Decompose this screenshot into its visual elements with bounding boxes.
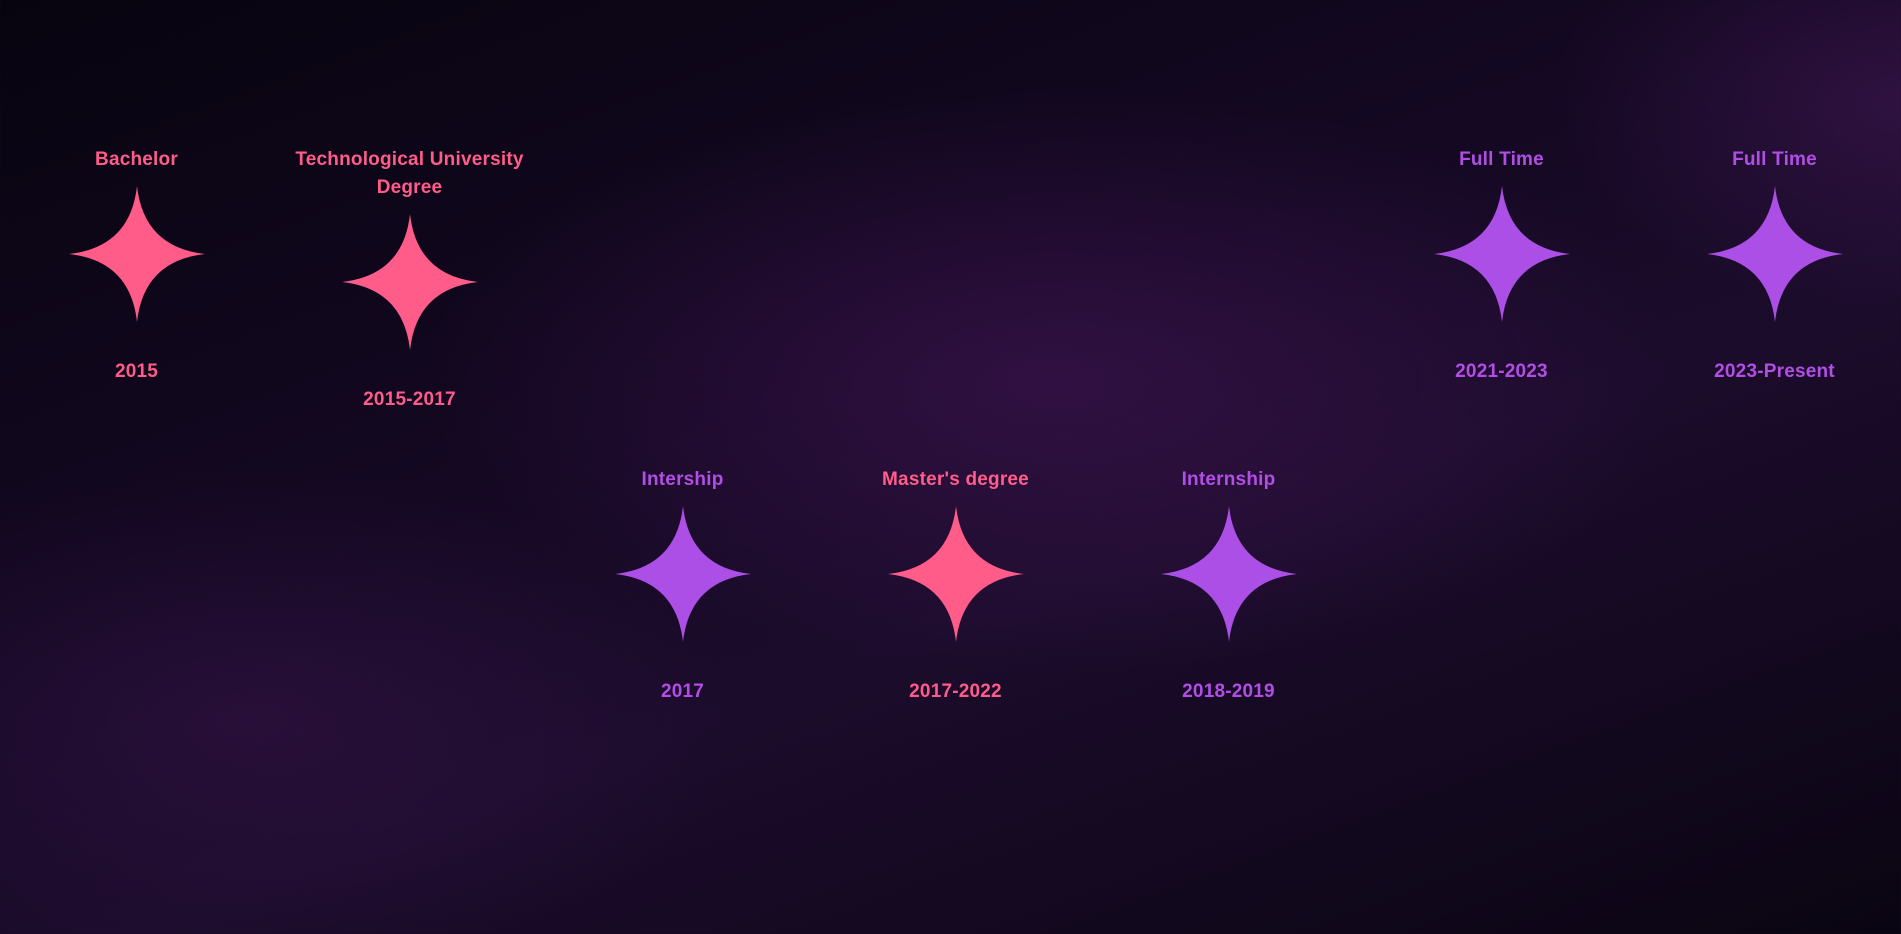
star-icon <box>341 214 478 350</box>
timeline-item-full-time-1: Full Time 2021-2023 <box>1365 146 1638 384</box>
star-icon <box>614 506 751 642</box>
star-icon <box>1706 186 1843 322</box>
timeline-item-title: Technological University Degree <box>295 149 524 198</box>
timeline-item-university-degree: Technological University Degree 2015-201… <box>273 146 546 412</box>
timeline-item-title: Full Time <box>1459 149 1544 170</box>
timeline-item-masters-degree: Master's degree 2017-2022 <box>819 466 1092 704</box>
timeline-item-full-time-2: Full Time 2023-Present <box>1638 146 1901 384</box>
timeline-item-title: Full Time <box>1732 149 1817 170</box>
timeline-item-date: 2017 <box>660 681 705 702</box>
timeline-item-date: 2018-2019 <box>1182 681 1275 702</box>
timeline-item-date: 2015 <box>114 361 159 382</box>
star-icon <box>1160 506 1297 642</box>
timeline-item-bachelor: Bachelor 2015 <box>0 146 273 384</box>
timeline-item-internship: Internship 2018-2019 <box>1092 466 1365 704</box>
timeline-item-intership: Intership 2017 <box>546 466 819 704</box>
timeline-item-date: 2017-2022 <box>909 681 1002 702</box>
timeline-item-title: Internship <box>1181 469 1276 490</box>
star-icon <box>1433 186 1570 322</box>
timeline-item-date: 2021-2023 <box>1455 361 1548 382</box>
timeline-item-title: Master's degree <box>882 469 1029 490</box>
timeline-item-date: 2015-2017 <box>363 389 456 410</box>
timeline-item-date: 2023-Present <box>1714 361 1835 382</box>
star-icon <box>68 186 205 322</box>
star-icon <box>887 506 1024 642</box>
timeline-item-title: Bachelor <box>95 149 178 170</box>
timeline-item-title: Intership <box>641 469 724 490</box>
